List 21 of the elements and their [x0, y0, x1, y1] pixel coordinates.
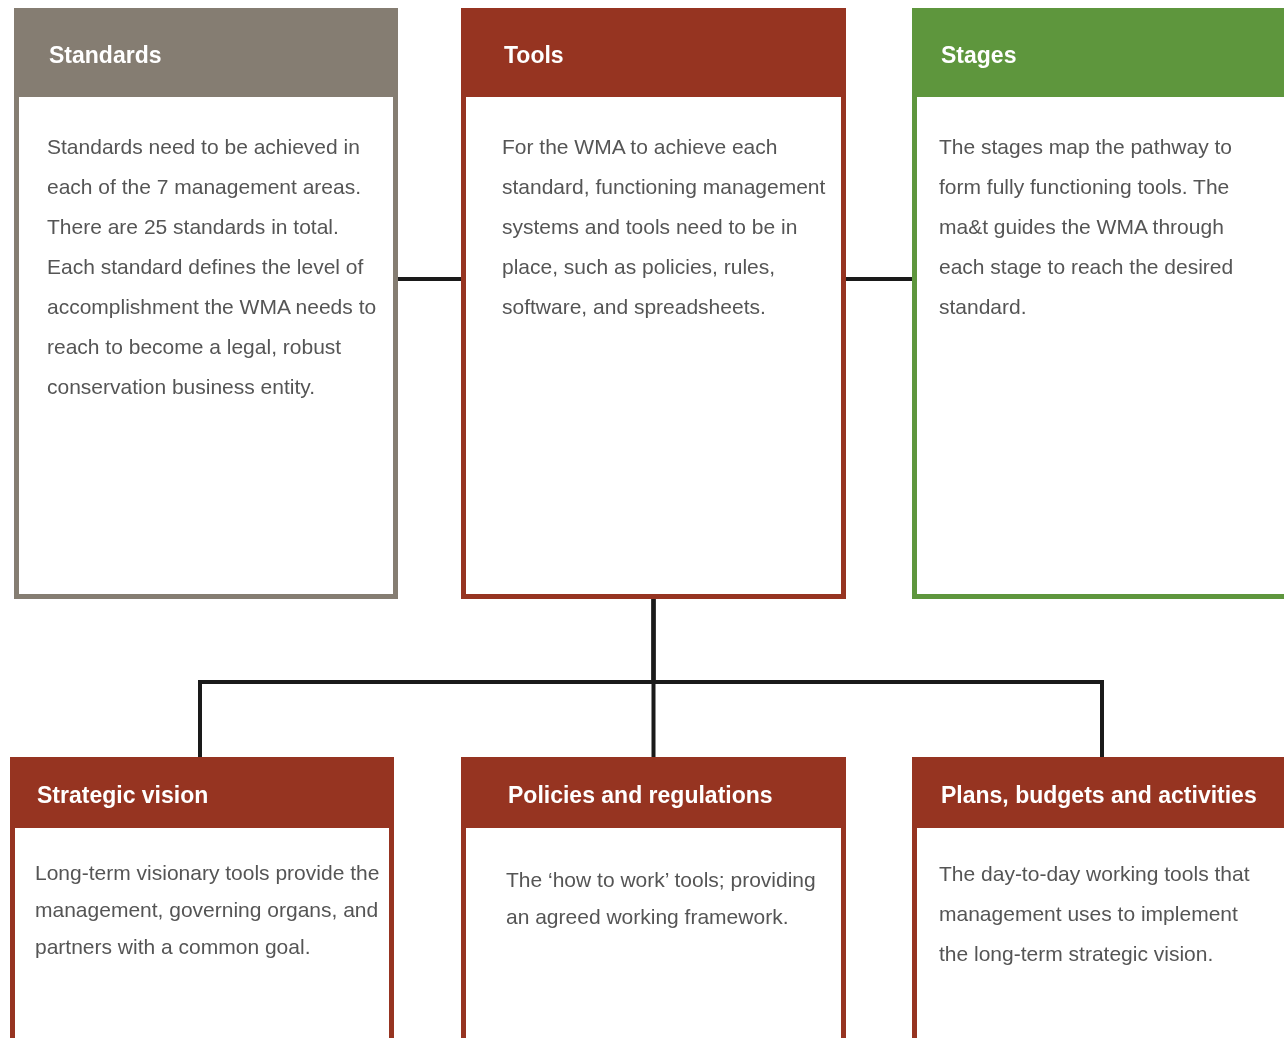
tool-card: [912, 8, 1284, 599]
connector-line: [651, 599, 1104, 757]
tool-card: [912, 757, 1284, 1038]
card-description: Long-term visionary tools provide the management, governing organs, and partners with a common goal.: [35, 860, 381, 960]
card-description: The stages map the pathway to form fully functioning tools. The ma&t guides the WMA through each stage to reach the desired standard.: [939, 134, 1235, 320]
card-description: The day-to-day working tools that management uses to implement the long-term strategic vision.: [939, 861, 1251, 967]
connector-line: [846, 277, 912, 281]
card-title: Tools: [504, 41, 564, 69]
card-title: Strategic vision: [37, 781, 209, 809]
tool-card: [461, 8, 846, 599]
card-title: Plans, budgets and activities: [941, 781, 1257, 809]
card-title: Stages: [941, 41, 1017, 69]
card-description: Standards need to be achieved in each of the 7 management areas. There are 25 standards in total. Each standard defines the level of accomplishment the WMA needs to reach to become a legal, robust conservation business entity.: [47, 134, 378, 400]
card-description: The ‘how to work’ tools; providing an agreed working framework.: [506, 867, 817, 930]
tool-card: [14, 8, 398, 599]
card-title: Policies and regulations: [508, 781, 773, 809]
tool-card: [461, 757, 846, 1038]
connector-line: [398, 277, 461, 281]
card-title: Standards: [49, 41, 162, 69]
tool-card: [10, 757, 394, 1038]
card-description: For the WMA to achieve each standard, functioning management systems and tools need to be in place, such as policies, rules, software, and spreadsheets.: [502, 134, 827, 320]
